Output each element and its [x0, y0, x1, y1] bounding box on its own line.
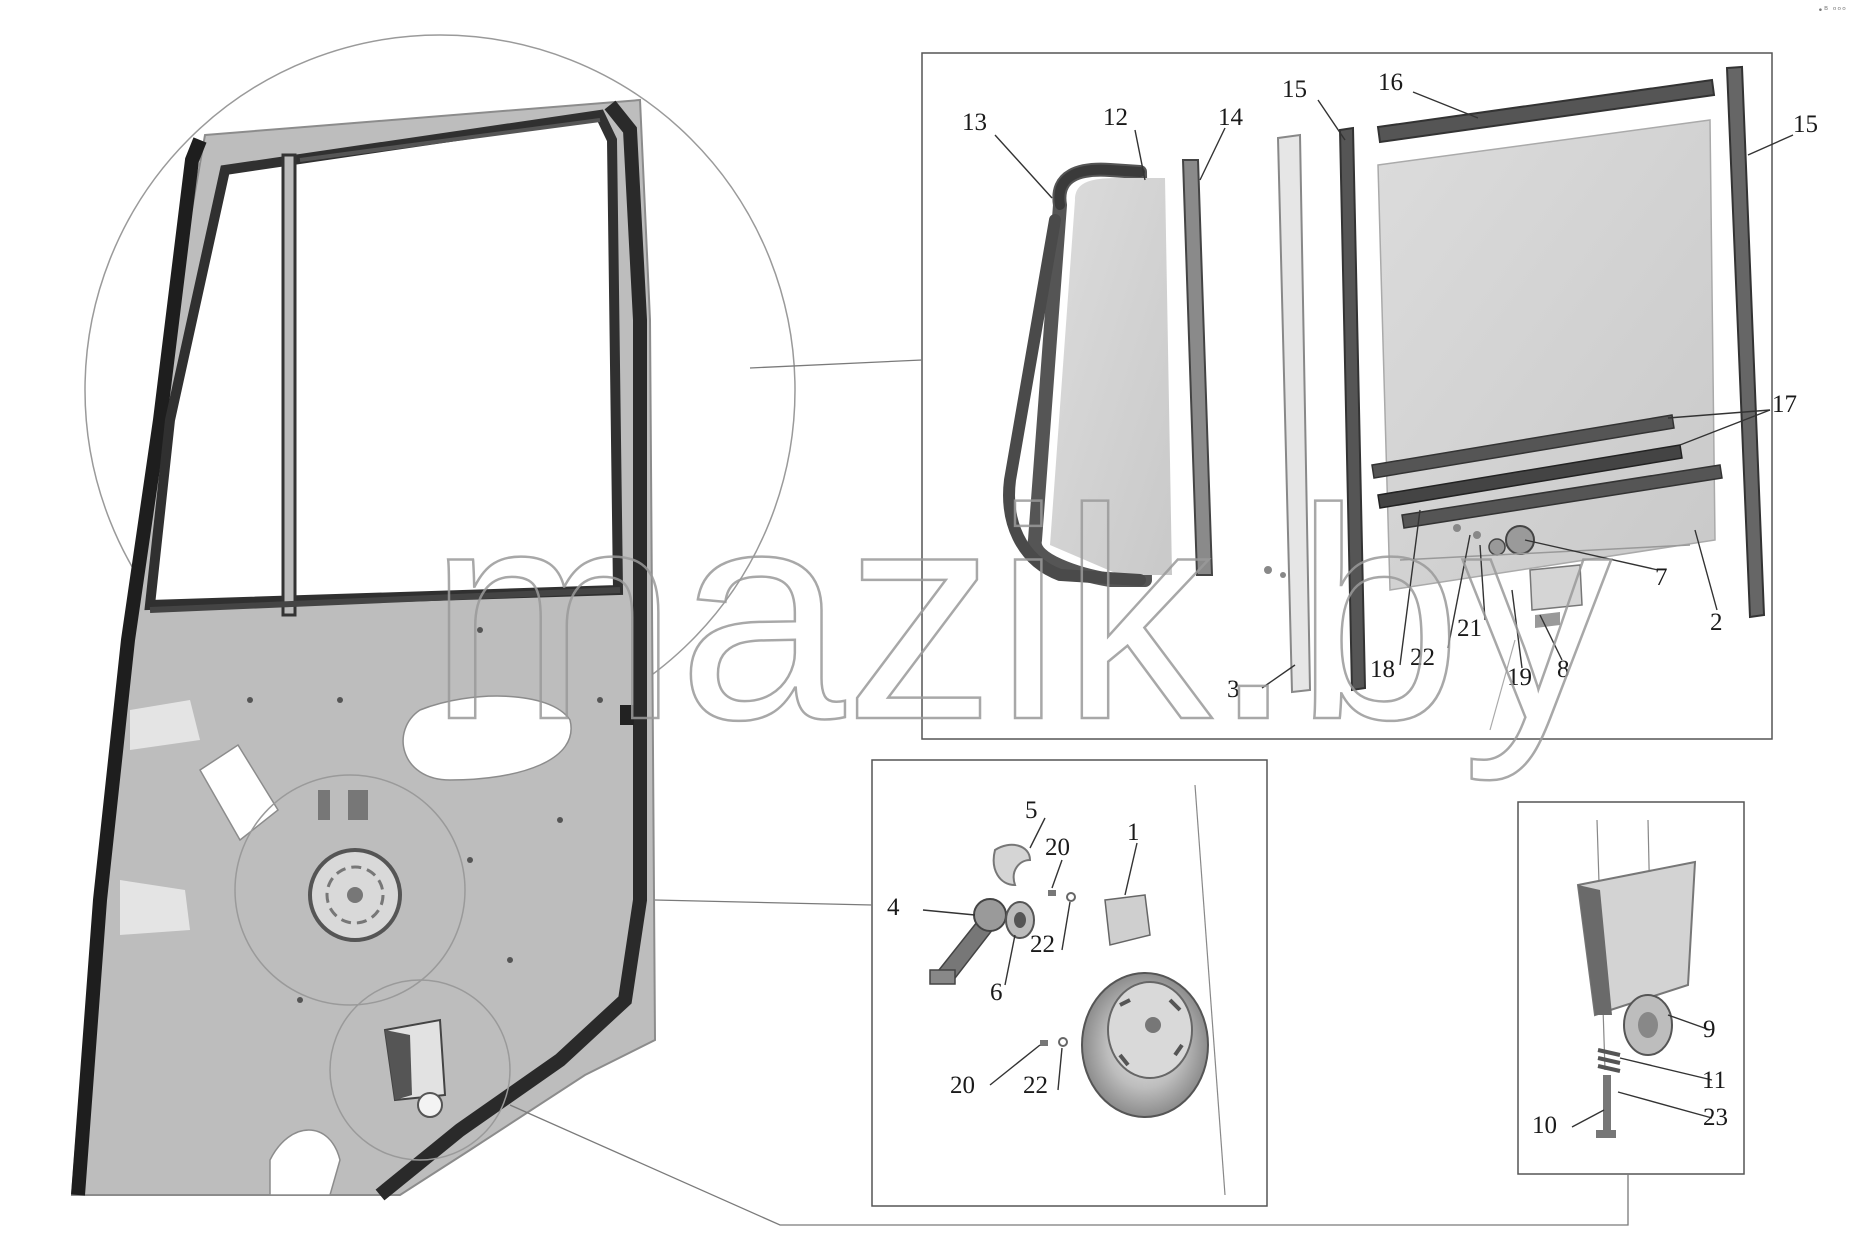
callout-22-glass: 22 — [1410, 644, 1435, 671]
detail-box-glass — [921, 52, 1773, 740]
callout-labels: 13 12 14 15 16 15 17 7 2 21 22 18 19 8 3… — [887, 69, 1818, 1139]
callout-12: 12 — [1103, 104, 1128, 131]
callout-22-lower: 22 — [1023, 1072, 1048, 1099]
callout-4: 4 — [887, 894, 900, 921]
callout-6: 6 — [990, 979, 1003, 1006]
callout-13: 13 — [962, 109, 987, 136]
door-hole-lower — [269, 1129, 341, 1196]
callout-9: 9 — [1703, 1016, 1716, 1043]
connector-lines — [509, 359, 1629, 1226]
callout-1: 1 — [1127, 819, 1140, 846]
door-hole-upper — [198, 743, 279, 842]
callout-3: 3 — [1227, 676, 1240, 703]
callout-5: 5 — [1025, 797, 1038, 824]
callout-11: 11 — [1702, 1067, 1726, 1094]
door-hole-oval — [402, 695, 572, 781]
part-3-guide-rail — [1264, 133, 1312, 694]
part-5-spring-cup — [992, 843, 1032, 887]
detail-box-regulator — [871, 759, 1268, 1207]
door-frame-edge — [71, 137, 207, 1196]
callout-15-front: 15 — [1282, 76, 1307, 103]
part-4-crank-handle — [929, 898, 1007, 985]
callout-16: 16 — [1378, 69, 1403, 96]
part-20-screws — [1040, 890, 1056, 1046]
watermark-text: mazik.by — [428, 446, 1612, 784]
watermark: mazik.by — [427, 445, 1613, 785]
callout-leaders — [922, 91, 1794, 1128]
door-bracket-circle — [329, 979, 511, 1161]
part-10-bolt — [1596, 1075, 1616, 1138]
part-17-belt-seals — [1371, 414, 1723, 529]
callout-10: 10 — [1532, 1112, 1557, 1139]
part-9-tensioner-bracket — [1576, 860, 1697, 1056]
door-frame-rear — [375, 100, 647, 1201]
callout-18: 18 — [1370, 656, 1395, 683]
door-overview — [70, 34, 796, 1201]
part-11-spring — [1597, 1048, 1621, 1073]
part-12-vent-glass — [1003, 164, 1172, 586]
door-regulator-circle — [234, 774, 466, 1006]
part-6-washer — [1005, 901, 1035, 939]
vent-pillar — [281, 153, 297, 617]
part-14-channel-seal — [1181, 159, 1214, 576]
callout-22-upper: 22 — [1030, 931, 1055, 958]
callout-17: 17 — [1772, 391, 1797, 418]
detail-box-tensioner — [1517, 801, 1745, 1175]
callout-14: 14 — [1218, 104, 1244, 131]
corner-mark: •ᴮ ᵒᵒᵒ — [1817, 6, 1847, 16]
part-22-washers — [1058, 892, 1076, 1047]
callout-2: 2 — [1710, 609, 1723, 636]
callout-19: 19 — [1507, 664, 1532, 691]
part-2-door-glass — [1377, 119, 1716, 591]
callout-20-upper: 20 — [1045, 834, 1070, 861]
callout-21: 21 — [1457, 615, 1482, 642]
callout-23: 23 — [1703, 1104, 1728, 1131]
callout-8: 8 — [1557, 656, 1570, 683]
part-1-regulator-drum — [1081, 894, 1209, 1118]
callout-20-lower: 20 — [950, 1072, 975, 1099]
part-7-glass-clamp — [1453, 524, 1535, 556]
callout-15-rear: 15 — [1793, 111, 1818, 138]
part-16-top-seal — [1376, 78, 1716, 144]
part-15-rear-seal — [1725, 65, 1766, 619]
part-15-front-seal — [1338, 126, 1367, 692]
callout-7: 7 — [1655, 564, 1668, 591]
